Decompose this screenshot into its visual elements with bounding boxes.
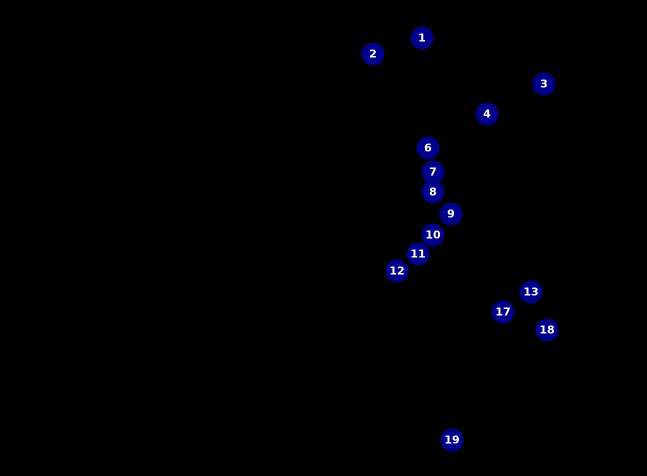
numbered-marker[interactable]: 9 <box>439 202 463 226</box>
numbered-marker[interactable]: 7 <box>421 160 445 184</box>
numbered-marker[interactable]: 10 <box>421 223 445 247</box>
numbered-marker[interactable]: 2 <box>361 42 385 66</box>
numbered-marker[interactable]: 8 <box>421 180 445 204</box>
numbered-marker[interactable]: 12 <box>385 259 409 283</box>
numbered-marker[interactable]: 4 <box>475 102 499 126</box>
numbered-marker[interactable]: 3 <box>532 72 556 96</box>
numbered-marker[interactable]: 17 <box>491 300 515 324</box>
numbered-marker[interactable]: 6 <box>416 136 440 160</box>
numbered-marker[interactable]: 13 <box>519 280 543 304</box>
numbered-marker[interactable]: 19 <box>440 428 464 452</box>
numbered-marker[interactable]: 18 <box>535 318 559 342</box>
numbered-marker[interactable]: 1 <box>410 26 434 50</box>
numbered-marker[interactable]: 11 <box>406 242 430 266</box>
